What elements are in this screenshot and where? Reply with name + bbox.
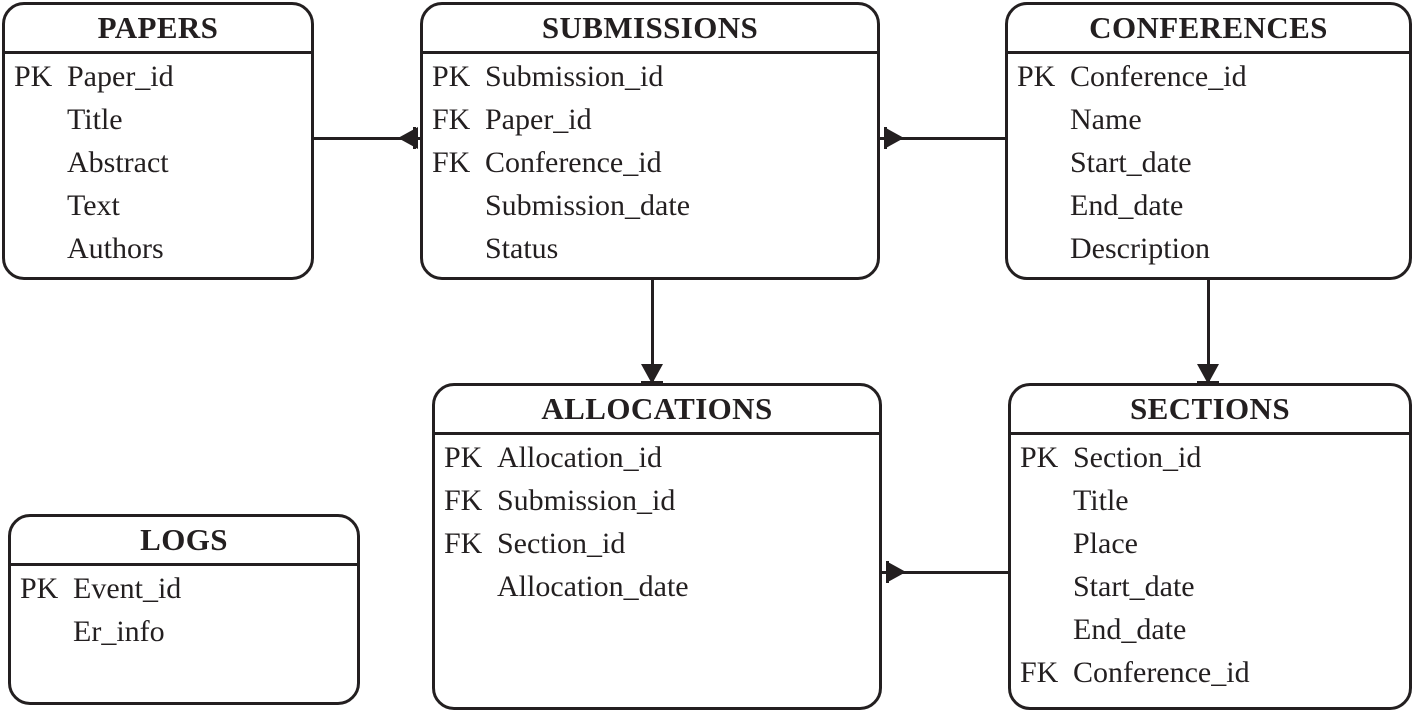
attribute-row: Allocation_date [435,570,879,613]
attribute-name: Section_id [1073,441,1202,474]
attribute-row: FK Paper_id [423,103,877,146]
attribute-name: Section_id [497,527,626,560]
connector-papers-submissions [313,137,423,140]
attribute-name: Abstract [67,146,169,179]
attribute-name: Er_info [73,615,165,648]
entity-sections[interactable]: SECTIONS PK Section_id Title Place Start… [1008,383,1412,710]
attribute-key: PK [14,60,53,93]
entity-submissions[interactable]: SUBMISSIONS PK Submission_id FK Paper_id… [420,2,880,280]
attribute-row: PK Submission_id [423,60,877,103]
attribute-name: Allocation_id [497,441,662,474]
crowfoot-conferences-sections [1197,364,1219,384]
attribute-row: Description [1008,232,1409,275]
attribute-key: PK [1017,60,1056,93]
attribute-row: Title [5,103,311,146]
attribute-row: PK Allocation_id [435,441,879,484]
attribute-row: End_date [1008,189,1409,232]
connector-sections-allocations [880,571,1010,574]
entity-allocations[interactable]: ALLOCATIONS PK Allocation_id FK Submissi… [432,383,882,710]
entity-papers-attributes: PK Paper_id Title Abstract Text Authors [5,54,311,275]
entity-sections-attributes: PK Section_id Title Place Start_date End… [1011,435,1409,699]
entity-conferences[interactable]: CONFERENCES PK Conference_id Name Start_… [1005,2,1412,280]
attribute-key: FK [432,103,471,136]
crowbar-submissions-allocations [641,381,663,384]
crowfoot-submissions-allocations [641,364,663,384]
connector-submissions-allocations [651,278,654,386]
attribute-name: Start_date [1070,146,1192,179]
attribute-name: End_date [1073,613,1187,646]
crowfoot-conferences-submissions [884,127,904,149]
attribute-key: PK [444,441,483,474]
attribute-row: Start_date [1011,570,1409,613]
attribute-name: Start_date [1073,570,1195,603]
entity-logs[interactable]: LOGS PK Event_id Er_info [8,514,360,705]
attribute-name: Text [67,189,120,222]
attribute-row: Start_date [1008,146,1409,189]
attribute-row: PK Paper_id [5,60,311,103]
attribute-name: Submission_date [485,189,691,222]
connector-conferences-submissions [878,137,1008,140]
attribute-row: Place [1011,527,1409,570]
attribute-name: Paper_id [485,103,592,136]
attribute-key: PK [20,572,59,605]
attribute-key: PK [432,60,471,93]
attribute-row: Submission_date [423,189,877,232]
entity-submissions-title: SUBMISSIONS [423,5,877,54]
attribute-row: Er_info [11,615,357,658]
attribute-name: Name [1070,103,1142,136]
crowbar-sections-allocations [886,561,889,583]
attribute-name: Submission_id [485,60,664,93]
crowbar-papers-submissions [413,127,416,149]
attribute-name: Title [1073,484,1129,517]
entity-submissions-attributes: PK Submission_id FK Paper_id FK Conferen… [423,54,877,275]
attribute-row: FK Submission_id [435,484,879,527]
attribute-row: PK Section_id [1011,441,1409,484]
entity-sections-title: SECTIONS [1011,386,1409,435]
connector-conferences-sections [1207,278,1210,386]
attribute-row: Status [423,232,877,275]
attribute-row: Title [1011,484,1409,527]
attribute-row: Text [5,189,311,232]
entity-papers-title: PAPERS [5,5,311,54]
entity-allocations-attributes: PK Allocation_id FK Submission_id FK Sec… [435,435,879,613]
attribute-row: Abstract [5,146,311,189]
attribute-row: FK Conference_id [1011,656,1409,699]
attribute-key: FK [432,146,471,179]
attribute-key: PK [1020,441,1059,474]
attribute-name: Description [1070,232,1210,265]
attribute-row: PK Event_id [11,572,357,615]
attribute-row: FK Conference_id [423,146,877,189]
entity-allocations-title: ALLOCATIONS [435,386,879,435]
attribute-name: Allocation_date [497,570,689,603]
entity-logs-title: LOGS [11,517,357,566]
attribute-name: Paper_id [67,60,174,93]
attribute-name: Submission_id [497,484,676,517]
attribute-key: FK [1020,656,1059,689]
attribute-name: Conference_id [1073,656,1250,689]
attribute-name: Authors [67,232,164,265]
entity-conferences-attributes: PK Conference_id Name Start_date End_dat… [1008,54,1409,275]
attribute-name: Conference_id [1070,60,1247,93]
attribute-key: FK [444,484,483,517]
attribute-row: Authors [5,232,311,275]
attribute-row: FK Section_id [435,527,879,570]
attribute-name: Place [1073,527,1138,560]
attribute-name: Conference_id [485,146,662,179]
attribute-name: Status [485,232,559,265]
attribute-key: FK [444,527,483,560]
entity-papers[interactable]: PAPERS PK Paper_id Title Abstract Text A… [2,2,314,280]
entity-conferences-title: CONFERENCES [1008,5,1409,54]
crowbar-conferences-submissions [884,127,887,149]
crowfoot-sections-allocations [886,561,906,583]
entity-logs-attributes: PK Event_id Er_info [11,566,357,658]
attribute-row: End_date [1011,613,1409,656]
attribute-row: Name [1008,103,1409,146]
attribute-name: Title [67,103,123,136]
attribute-name: Event_id [73,572,182,605]
attribute-row: PK Conference_id [1008,60,1409,103]
attribute-name: End_date [1070,189,1184,222]
crowbar-conferences-sections [1197,381,1219,384]
